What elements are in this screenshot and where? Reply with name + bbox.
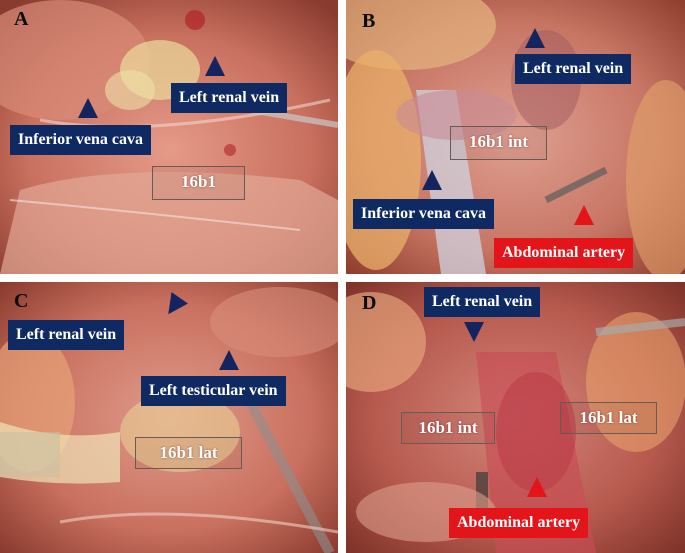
left-renal-vein-label: Left renal vein bbox=[424, 287, 541, 317]
panel-a-photo bbox=[0, 0, 338, 274]
panel-d: D Left renal vein 16b1 int 16b1 lat Abdo… bbox=[346, 282, 685, 553]
left-renal-vein-arrow-icon bbox=[525, 28, 545, 48]
abdominal-artery-label: Abdominal artery bbox=[449, 508, 589, 538]
left-renal-vein-label: Left renal vein bbox=[171, 83, 288, 113]
region-16b1-lat: 16b1 lat bbox=[135, 437, 242, 469]
left-renal-vein-label: Left renal vein bbox=[8, 320, 125, 350]
region-16b1-lat: 16b1 lat bbox=[560, 402, 657, 434]
panel-c-letter: C bbox=[14, 290, 29, 312]
abdominal-artery-arrow-icon bbox=[527, 477, 547, 497]
left-testicular-vein-label: Left testicular vein bbox=[141, 376, 286, 406]
region-16b1: 16b1 bbox=[152, 166, 245, 200]
left-renal-vein-arrow-icon bbox=[205, 56, 225, 76]
region-16b1-int: 16b1 int bbox=[450, 126, 547, 160]
ivc-label: Inferior vena cava bbox=[10, 125, 152, 155]
panel-b-letter: B bbox=[362, 10, 376, 32]
region-16b1-int: 16b1 int bbox=[401, 412, 495, 444]
ivc-label: Inferior vena cava bbox=[353, 199, 495, 229]
panel-d-letter: D bbox=[362, 292, 377, 314]
left-renal-vein-arrow-icon bbox=[464, 322, 484, 342]
panel-a-letter: A bbox=[14, 8, 29, 30]
panel-c: C Left renal vein Left testicular vein 1… bbox=[0, 282, 338, 553]
left-renal-vein-label: Left renal vein bbox=[515, 54, 632, 84]
panel-a: A Left renal vein Inferior vena cava 16b… bbox=[0, 0, 338, 274]
left-testicular-vein-arrow-icon bbox=[219, 350, 239, 370]
ivc-arrow-icon bbox=[422, 170, 442, 190]
abdominal-artery-arrow-icon bbox=[574, 205, 594, 225]
panel-b: B Left renal vein 16b1 int Inferior vena… bbox=[346, 0, 685, 274]
panel-d-photo bbox=[346, 282, 685, 553]
ivc-arrow-icon bbox=[78, 98, 98, 118]
abdominal-artery-label: Abdominal artery bbox=[494, 238, 634, 268]
